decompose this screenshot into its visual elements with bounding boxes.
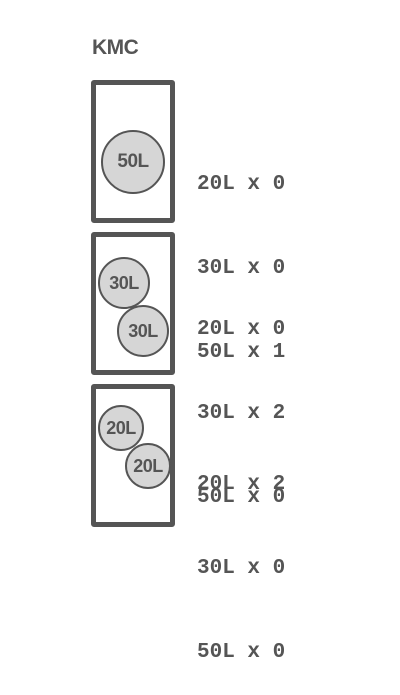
count-line-20l: 20L x 0 xyxy=(197,173,286,196)
drum-circle-30l: 30L xyxy=(117,305,169,357)
drum-circle-50l: 50L xyxy=(101,130,165,194)
page-title: KMC xyxy=(92,36,139,59)
drum-circle-20l: 20L xyxy=(98,405,144,451)
count-list-1: 20L x 0 30L x 0 50L x 1 xyxy=(197,115,285,395)
drum-circle-20l: 20L xyxy=(125,443,171,489)
count-line-20l: 20L x 0 xyxy=(197,318,286,341)
count-list-3: 20L x 2 30L x 0 50L x 0 xyxy=(197,415,285,695)
count-line-20l: 20L x 2 xyxy=(197,473,286,496)
container-box-3: 20L 20L xyxy=(91,384,175,527)
count-list-2: 20L x 0 30L x 2 50L x 0 xyxy=(197,260,285,540)
count-line-30l: 30L x 0 xyxy=(197,257,286,280)
container-box-2: 30L 30L xyxy=(91,232,175,375)
count-line-30l: 30L x 2 xyxy=(197,402,286,425)
count-line-50l: 50L x 0 xyxy=(197,641,286,664)
count-line-50l: 50L x 0 xyxy=(197,486,286,509)
count-line-30l: 30L x 0 xyxy=(197,557,286,580)
drum-circle-30l: 30L xyxy=(98,257,150,309)
container-box-1: 50L xyxy=(91,80,175,223)
count-line-50l: 50L x 1 xyxy=(197,341,286,364)
